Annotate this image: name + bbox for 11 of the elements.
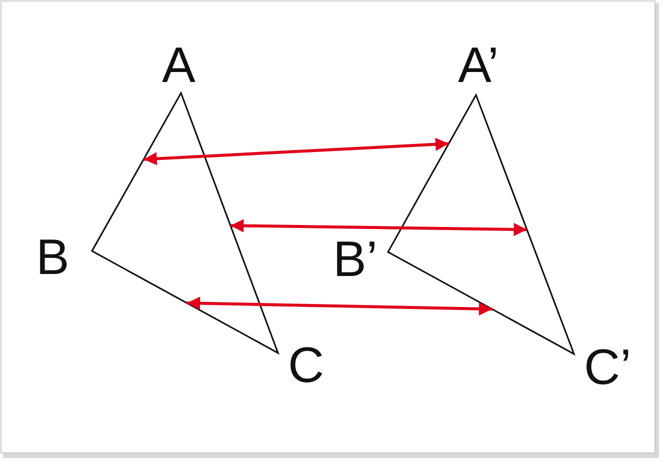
double-arrow	[186, 296, 492, 316]
vertex-label: B’	[333, 234, 378, 284]
vertex-label: B	[36, 232, 70, 282]
double-arrow	[144, 138, 449, 166]
triangle	[386, 93, 576, 356]
vertex-label: A’	[458, 40, 499, 90]
vertex-label: A	[162, 40, 196, 90]
vertex-label: C	[288, 340, 324, 390]
vertex-label: C’	[584, 342, 632, 392]
double-arrow	[230, 219, 527, 236]
triangle	[90, 91, 280, 355]
